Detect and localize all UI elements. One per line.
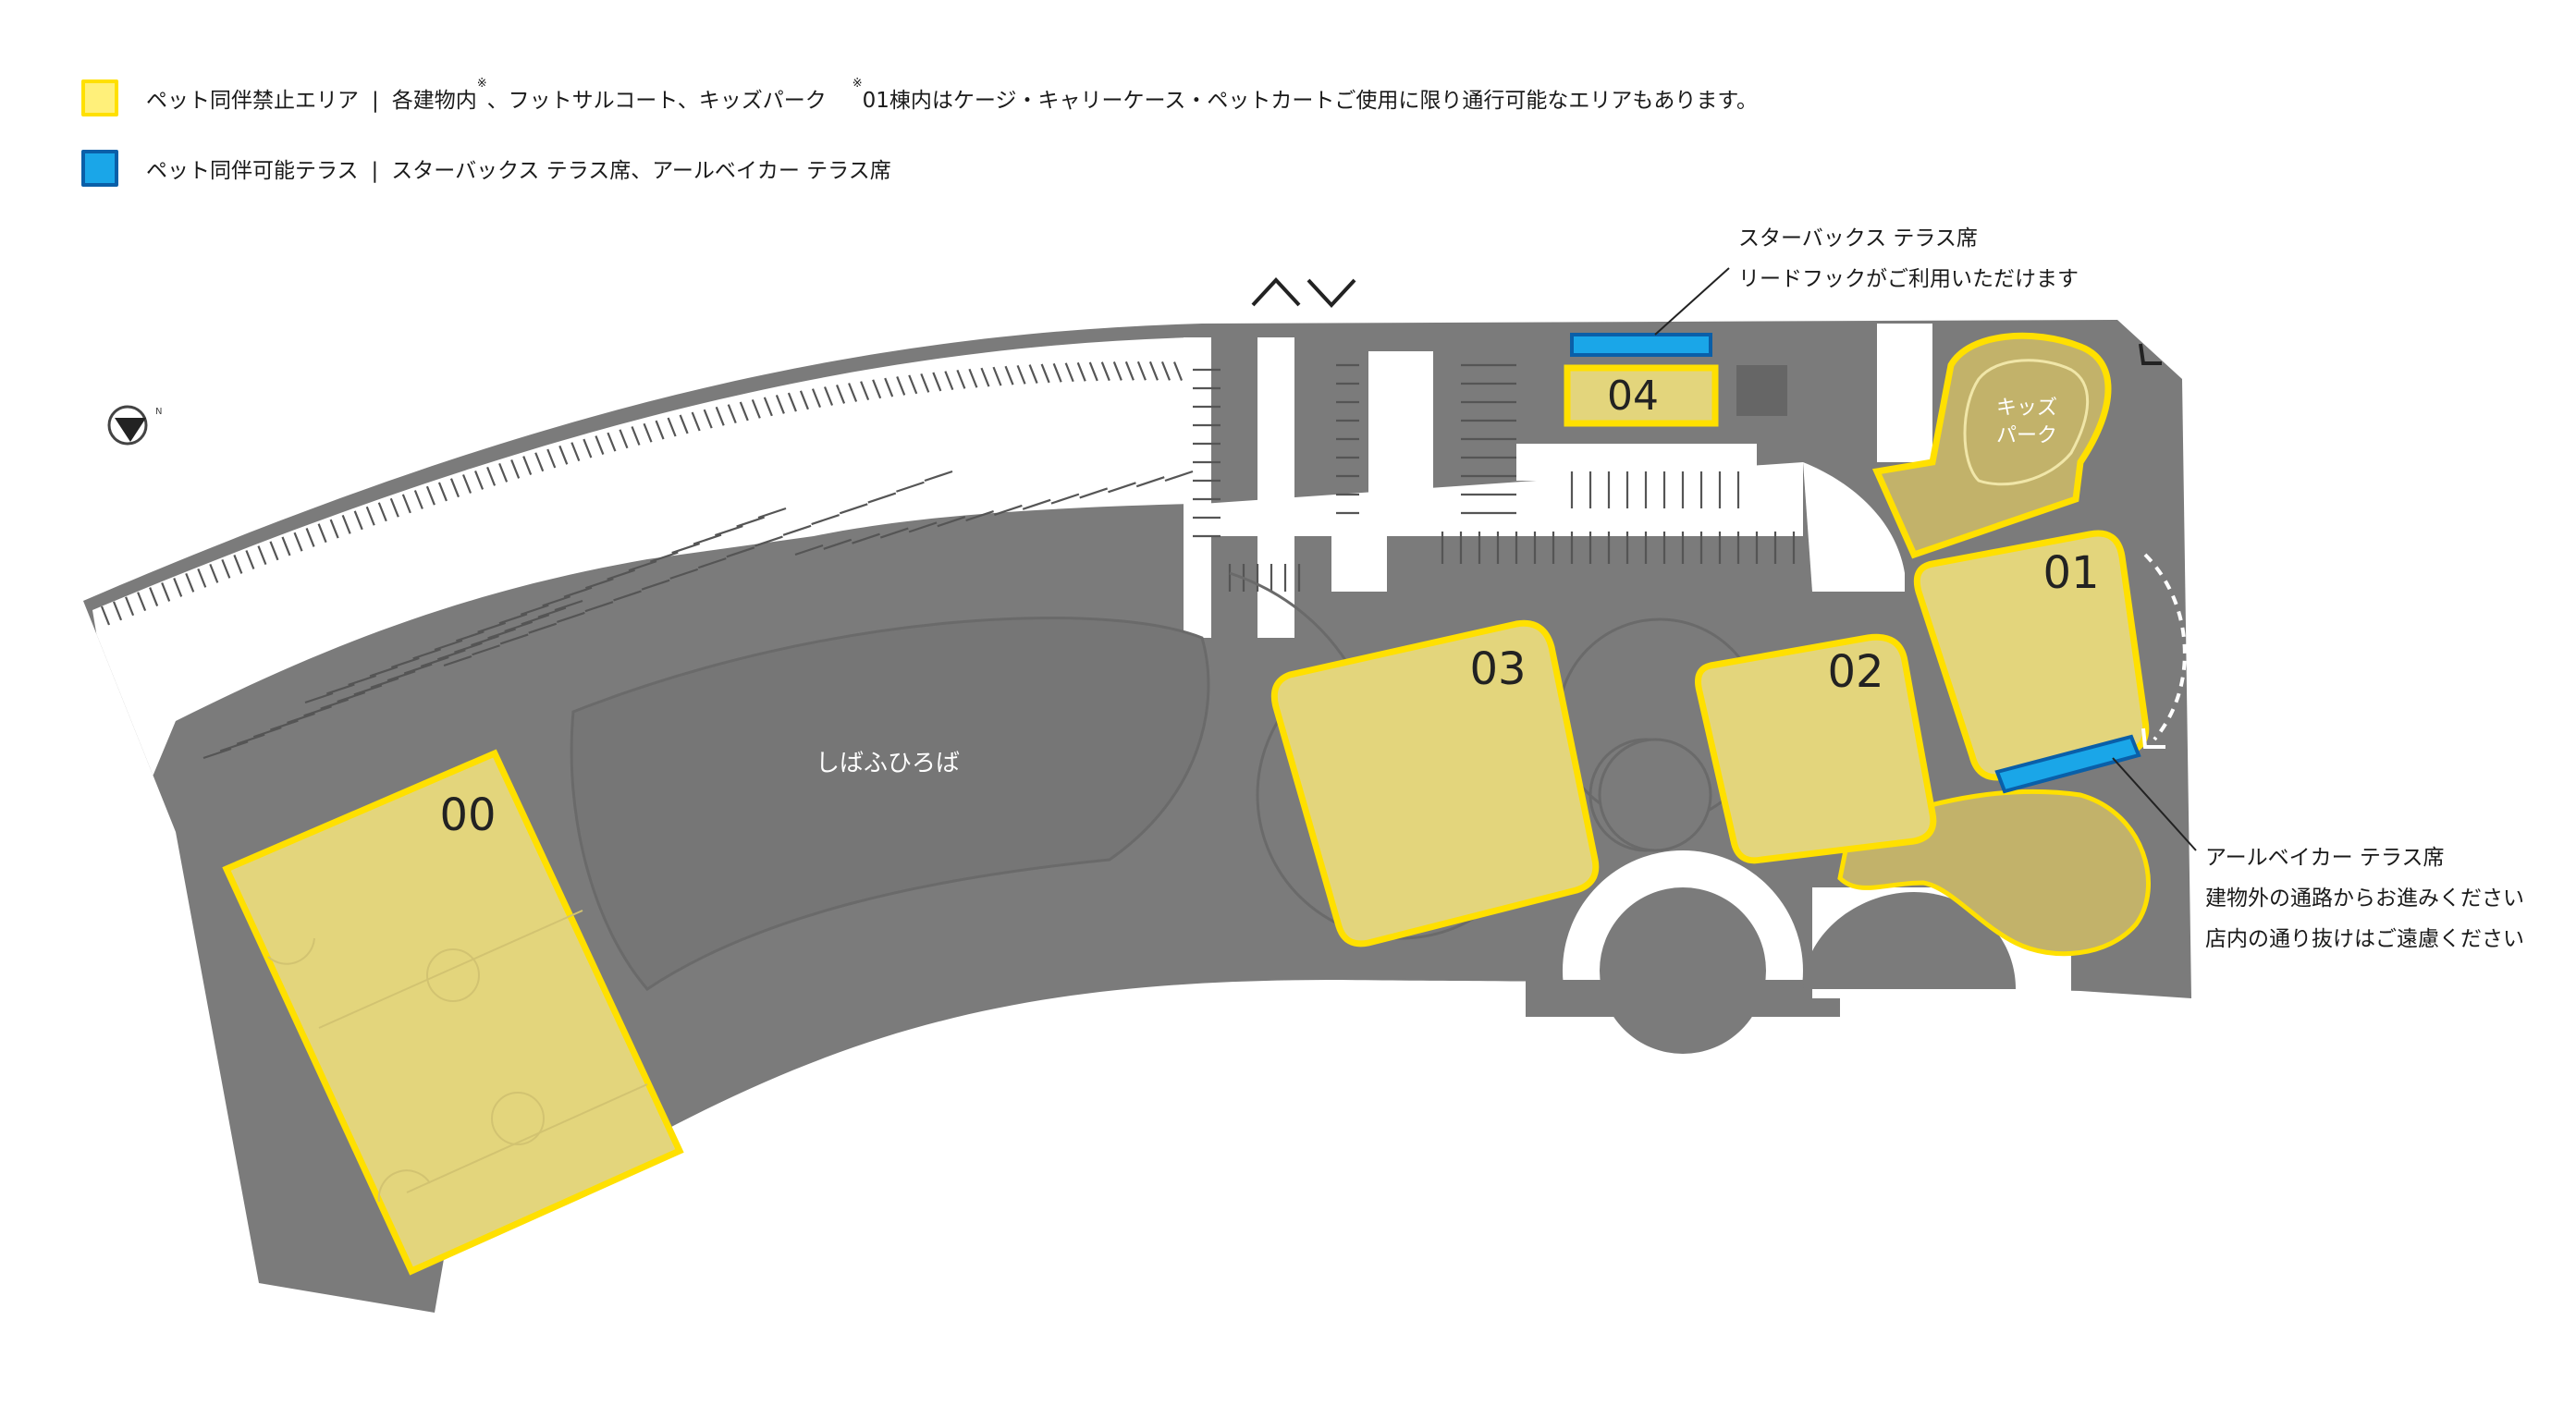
kids-park: キッズ パーク bbox=[1871, 332, 2112, 559]
building-03-label: 03 bbox=[1469, 643, 1526, 695]
legend-pet-ok-desc: スターバックス テラス席、アールベイカー テラス席 bbox=[391, 159, 891, 183]
legend-no-pet-desc-a: 各建物内 bbox=[391, 89, 477, 113]
legend-pet-ok-text: ペット同伴可能テラス | スターバックス テラス席、アールベイカー テラス席 bbox=[146, 153, 891, 184]
legend-separator: | bbox=[372, 89, 379, 113]
legend-no-pet-desc-b: 、フットサルコート、キッズパーク bbox=[486, 89, 827, 113]
legend-separator-2: | bbox=[371, 159, 379, 183]
building-04: 04 bbox=[1564, 333, 1787, 427]
starbucks-callout-line2: リードフックがご利用いただけます bbox=[1738, 267, 2079, 291]
legend-no-pet-text: ペット同伴禁止エリア|各建物内※、フットサルコート、キッズパーク※01棟内はケー… bbox=[146, 77, 1759, 114]
building-03: 03 bbox=[1270, 619, 1600, 948]
legend-note-mark: ※ bbox=[476, 77, 487, 91]
building-01-label: 01 bbox=[2042, 547, 2099, 599]
rbaker-callout: アールベイカー テラス席 建物外の通路からお進みください 店内の通り抜けはご遠慮… bbox=[2205, 837, 2524, 960]
legend-swatch-no-pet bbox=[81, 79, 118, 116]
compass-icon: N bbox=[107, 405, 162, 446]
parking-stalls bbox=[100, 361, 1796, 760]
starbucks-callout-line1: スターバックス テラス席 bbox=[1738, 226, 1978, 251]
building-00: 00 bbox=[222, 749, 684, 1276]
entry-chevrons bbox=[1251, 277, 2162, 365]
walkway-arrow bbox=[2143, 553, 2187, 741]
legend-note-mark-2: ※ bbox=[852, 77, 863, 91]
legend-pet-ok-label: ペット同伴可能テラス bbox=[146, 159, 359, 183]
building-04-label: 04 bbox=[1607, 373, 1659, 420]
rbaker-callout-line2: 建物外の通路からお進みください bbox=[2205, 886, 2524, 911]
kids-park-label-1: キッズ bbox=[1996, 397, 2057, 420]
legend-no-pet-label: ペット同伴禁止エリア bbox=[146, 89, 359, 113]
lawn-label: しばふひろば bbox=[816, 750, 960, 777]
legend-no-pet: ペット同伴禁止エリア|各建物内※、フットサルコート、キッズパーク※01棟内はケー… bbox=[81, 77, 1759, 116]
building-00-label: 00 bbox=[439, 789, 496, 841]
compass-label: N bbox=[155, 407, 162, 417]
parking-area bbox=[92, 324, 1932, 832]
starbucks-terrace bbox=[1570, 333, 1712, 357]
kids-park-label-2: パーク bbox=[1996, 424, 2057, 447]
lawn-area bbox=[570, 617, 1210, 991]
legend-pet-ok: ペット同伴可能テラス | スターバックス テラス席、アールベイカー テラス席 bbox=[81, 150, 891, 187]
starbucks-leader bbox=[1654, 267, 1730, 336]
rbaker-callout-line1: アールベイカー テラス席 bbox=[2205, 846, 2445, 870]
building-02-label: 02 bbox=[1827, 646, 1883, 698]
rbaker-callout-line3: 店内の通り抜けはご遠慮ください bbox=[2205, 927, 2524, 951]
rbaker-terrace bbox=[1994, 734, 2141, 794]
legend-no-pet-note: 01棟内はケージ・キャリーケース・ペットカートご使用に限り通行可能なエリアもあり… bbox=[862, 89, 1759, 113]
legend-swatch-pet-ok bbox=[81, 150, 118, 187]
starbucks-callout: スターバックス テラス席 リードフックがご利用いただけます bbox=[1738, 218, 2079, 300]
building-02: 02 bbox=[1695, 633, 1937, 864]
rbaker-leader bbox=[2112, 757, 2197, 851]
